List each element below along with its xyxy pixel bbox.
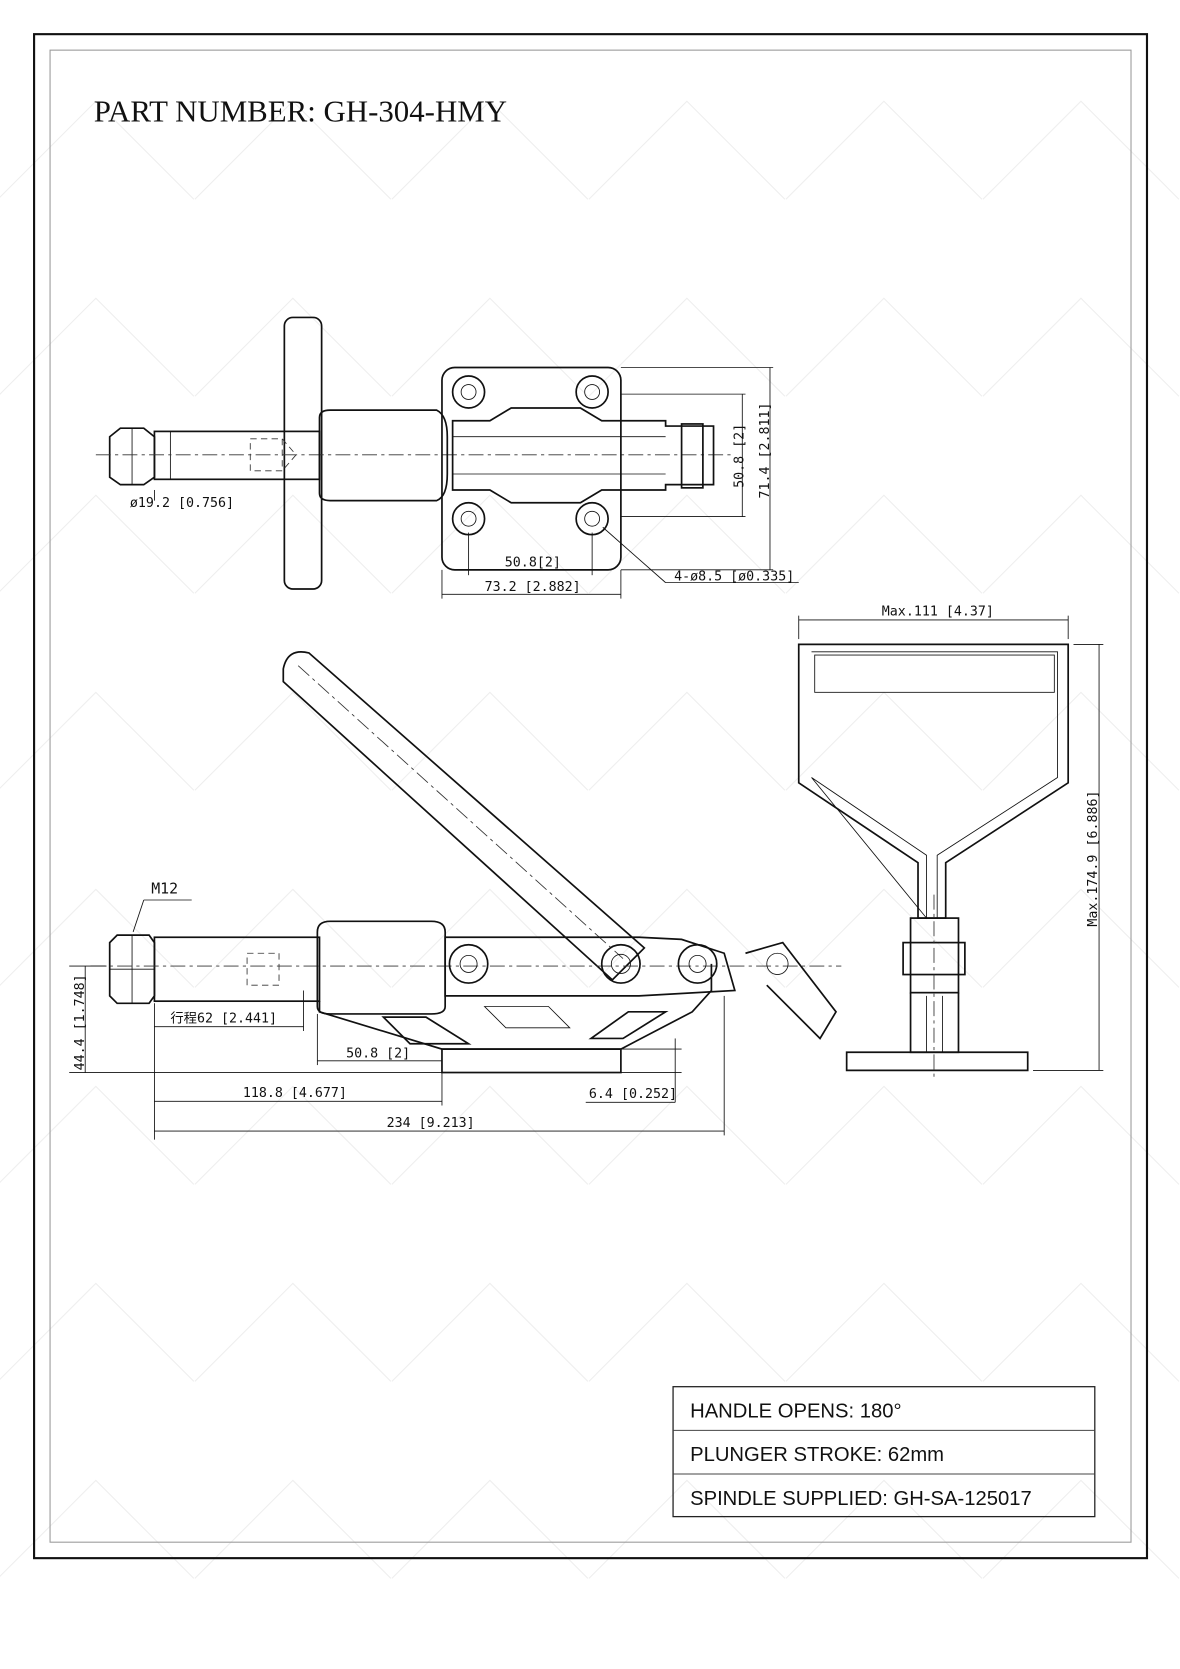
watermark-pattern xyxy=(588,888,786,988)
watermark-pattern xyxy=(194,1085,392,1185)
dim-overall: 234 [9.213] xyxy=(387,1116,475,1131)
handle-lower-link xyxy=(745,941,838,1040)
watermark-pattern xyxy=(785,494,983,594)
watermark-pattern xyxy=(785,1479,983,1579)
base-foot xyxy=(441,1048,622,1074)
watermark-pattern xyxy=(391,888,589,988)
dim-base-thickness: 6.4 [0.252] xyxy=(589,1087,677,1102)
dim-spindle-dia: ø19.2 [0.756] xyxy=(130,496,234,511)
dim-height: 44.4 [1.748] xyxy=(73,974,88,1070)
watermark-pattern xyxy=(588,691,786,791)
watermark-pattern xyxy=(982,888,1180,988)
watermark-pattern xyxy=(982,691,1180,791)
spec-spindle-supplied: SPINDLE SUPPLIED: GH-SA-125017 xyxy=(690,1488,1032,1510)
side-view: M12 44.4 [1.748] 行程62 [2.441] 50.8 [2] 1… xyxy=(69,651,842,1140)
plunger-housing-side xyxy=(316,920,447,1015)
plunger-housing xyxy=(318,409,449,502)
watermark-pattern xyxy=(194,888,392,988)
watermark-pattern xyxy=(785,297,983,397)
watermark-pattern xyxy=(0,888,195,988)
watermark-pattern xyxy=(391,1479,589,1579)
watermark-pattern xyxy=(982,1085,1180,1185)
top-view: ø19.2 [0.756] 50.8 [2] 71.4 [2.811] 50.8… xyxy=(95,316,799,599)
watermark-pattern xyxy=(982,494,1180,594)
link-arm xyxy=(444,936,736,997)
watermark-pattern xyxy=(391,1085,589,1185)
handle-grip-top xyxy=(283,316,323,590)
watermark-pattern xyxy=(588,1085,786,1185)
watermark-pattern xyxy=(391,494,589,594)
dim-plate-height: 71.4 [2.811] xyxy=(758,402,773,498)
watermark-pattern xyxy=(785,1085,983,1185)
dim-max-width: Max.111 [4.37] xyxy=(882,605,994,620)
dim-hole-spacing-h: 50.8[2] xyxy=(505,556,561,571)
watermark-pattern xyxy=(785,1282,983,1382)
watermark-pattern xyxy=(391,100,589,200)
watermark-pattern xyxy=(194,100,392,200)
dim-holes: 4-ø8.5 [ø0.335] xyxy=(674,570,794,585)
watermark-pattern xyxy=(194,297,392,397)
plunger-rod-side xyxy=(153,936,321,1003)
watermark-pattern xyxy=(391,691,589,791)
watermark-pattern xyxy=(194,691,392,791)
outer-border xyxy=(33,33,1149,1560)
watermark-pattern xyxy=(194,1282,392,1382)
dim-stroke: 行程62 [2.441] xyxy=(170,1010,277,1026)
watermark-pattern xyxy=(0,100,195,200)
watermark-pattern xyxy=(0,1479,195,1579)
linkage xyxy=(451,407,715,504)
watermark-pattern xyxy=(391,1282,589,1382)
watermark-pattern xyxy=(0,494,195,594)
watermark-pattern xyxy=(785,888,983,988)
handle-lever xyxy=(282,651,646,982)
watermark-pattern xyxy=(0,691,195,791)
watermark-pattern xyxy=(0,1085,195,1185)
dim-base-offset: 50.8 [2] xyxy=(346,1047,410,1062)
watermark-pattern xyxy=(0,297,195,397)
dim-hole-spacing-v: 50.8 [2] xyxy=(732,424,747,488)
spec-handle-opens: HANDLE OPENS: 180° xyxy=(690,1401,901,1423)
spec-plunger-stroke: PLUNGER STROKE: 62mm xyxy=(690,1444,944,1466)
dim-to-base: 118.8 [4.677] xyxy=(243,1086,347,1101)
watermark-pattern xyxy=(588,1479,786,1579)
watermark-pattern xyxy=(588,494,786,594)
front-base xyxy=(845,1051,1029,1072)
inner-border xyxy=(49,49,1132,1543)
watermark-pattern xyxy=(194,1479,392,1579)
watermark-pattern xyxy=(588,297,786,397)
watermark-pattern xyxy=(982,100,1180,200)
watermark-pattern xyxy=(0,1282,195,1382)
watermark-pattern xyxy=(588,1282,786,1382)
watermark-pattern xyxy=(588,100,786,200)
dim-max-height: Max.174.9 [6.886] xyxy=(1086,791,1101,927)
watermark-pattern xyxy=(391,297,589,397)
plunger-rod xyxy=(153,430,321,481)
watermark-pattern xyxy=(982,297,1180,397)
watermark-pattern xyxy=(785,691,983,791)
watermark-pattern xyxy=(194,494,392,594)
watermark-layer xyxy=(0,100,1180,1579)
mount-holes xyxy=(451,375,609,536)
handle-frame xyxy=(797,643,1070,919)
dim-plate-width: 73.2 [2.882] xyxy=(485,580,581,595)
watermark-pattern xyxy=(785,100,983,200)
watermark-pattern xyxy=(982,1282,1180,1382)
clevis xyxy=(909,917,960,994)
front-view: Max.111 [4.37] Max.174.9 [6.886] xyxy=(797,605,1104,1082)
spec-table: HANDLE OPENS: 180° PLUNGER STROKE: 62mm … xyxy=(672,1386,1096,1518)
dim-thread: M12 xyxy=(151,880,178,898)
part-number-title: PART NUMBER: GH-304-HMY xyxy=(94,93,507,128)
